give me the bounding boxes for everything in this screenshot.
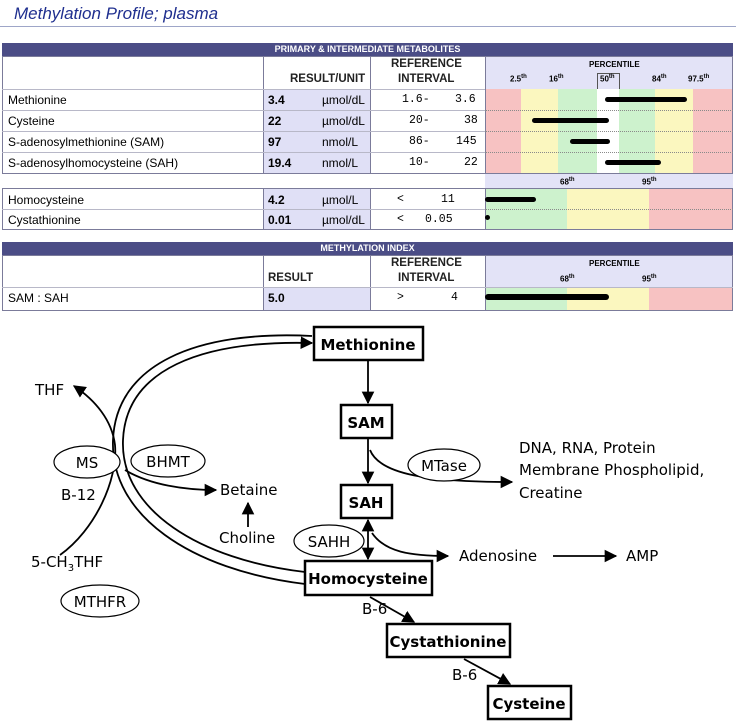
label-thf: THF — [34, 381, 64, 399]
label-betaine: Betaine — [220, 481, 278, 499]
label-dna-rna-protein: DNA, RNA, Protein — [519, 439, 656, 457]
percentile-bar — [485, 294, 609, 300]
label-membrane-phospholipid: Membrane Phospholipid, — [519, 461, 704, 479]
enzyme-ms: MS — [76, 454, 98, 472]
node-cysteine: Cysteine — [492, 695, 565, 713]
node-sah: SAH — [349, 494, 384, 512]
node-methionine-box — [312, 325, 425, 362]
percentile-header: PERCENTILE — [589, 259, 640, 268]
row-label: Cysteine — [8, 114, 55, 128]
row-result: 0.01 — [268, 213, 292, 227]
label-creatine: Creatine — [519, 484, 583, 502]
enzyme-sahh-ellipse — [293, 524, 365, 558]
percentile-bar — [605, 160, 661, 165]
row-ref-low: < — [397, 193, 404, 206]
row-ref-low: > — [397, 291, 404, 304]
percentile-tick-95: 95th — [642, 274, 657, 284]
row-unit: µmol/dL — [322, 213, 365, 227]
reference-header-line1: REFERENCE — [391, 257, 462, 269]
label-b6-cbs: B-6 — [362, 600, 387, 618]
row-result: 22 — [268, 114, 282, 128]
row-result: 5.0 — [268, 291, 285, 305]
row-ref-high: 22 — [464, 156, 478, 169]
node-methionine: Methionine — [320, 336, 415, 354]
label-b12: B-12 — [61, 486, 96, 504]
row-unit: µmol/dL — [322, 114, 365, 128]
result-unit-header: RESULT/UNIT — [290, 73, 366, 85]
percentile-tick-97-5: 97.5th — [688, 74, 710, 84]
percentile-tick-16: 16th — [549, 74, 564, 84]
row-label: S-adenosylhomocysteine (SAH) — [8, 156, 179, 170]
row-result: 19.4 — [268, 156, 292, 170]
row-ref-low: 1.6- — [402, 93, 430, 106]
reference-header-line2: INTERVAL — [398, 73, 455, 85]
percentile-bar — [570, 139, 610, 144]
row-label: SAM : SAH — [8, 291, 69, 305]
title-divider — [0, 26, 736, 27]
result-header: RESULT — [268, 272, 314, 284]
label-b6-cth: B-6 — [452, 666, 477, 684]
row-label: S-adenosylmethionine (SAM) — [8, 135, 165, 149]
enzyme-mtase: MTase — [421, 457, 467, 475]
enzyme-bhmt: BHMT — [146, 453, 191, 471]
section-header-metabolites: PRIMARY & INTERMEDIATE METABOLITES — [2, 43, 733, 56]
percentile-tick-68: 68th — [560, 177, 575, 187]
row-unit: µmol/dL — [322, 93, 365, 107]
row-ref-high: 4 — [451, 291, 458, 304]
row-ref-low: 86- — [409, 135, 430, 148]
node-cysteine-box — [486, 684, 573, 721]
row-ref-high: 0.05 — [425, 213, 453, 226]
reference-header-line2: INTERVAL — [398, 272, 455, 284]
percentile-bar — [485, 197, 536, 202]
node-sah-box — [339, 483, 394, 520]
reference-header-line1: REFERENCE — [391, 58, 462, 70]
label-adenosine: Adenosine — [459, 547, 537, 565]
row-result: 97 — [268, 135, 282, 149]
node-sam-box — [339, 403, 394, 440]
enzyme-bhmt-ellipse — [130, 444, 206, 478]
page-title: Methylation Profile; plasma — [14, 4, 219, 23]
row-ref-low: < — [397, 213, 404, 226]
label-amp: AMP — [626, 547, 658, 565]
label-choline: Choline — [219, 529, 275, 547]
row-ref-high: 38 — [464, 114, 478, 127]
label-5-ch3thf: 5-CH3THF — [31, 553, 103, 574]
row-ref-high: 3.6 — [455, 93, 476, 106]
node-cystathionine: Cystathionine — [390, 633, 507, 651]
enzyme-ms-ellipse — [53, 445, 121, 479]
row-unit: nmol/L — [322, 156, 359, 170]
row-result: 3.4 — [268, 93, 285, 107]
row-result: 4.2 — [268, 193, 285, 207]
row-ref-high: 145 — [456, 135, 477, 148]
percentile-header: PERCENTILE — [589, 60, 640, 69]
row-ref-low: 10- — [409, 156, 430, 169]
enzyme-mthfr: MTHFR — [74, 593, 126, 611]
enzyme-sahh: SAHH — [308, 533, 351, 551]
row-label: Methionine — [8, 93, 67, 107]
percentile-tick-50: 50th — [600, 74, 615, 84]
row-unit: µmol/L — [322, 193, 359, 207]
percentile-bar — [485, 215, 490, 220]
row-ref-low: 20- — [409, 114, 430, 127]
node-cystathionine-box — [385, 622, 512, 659]
node-homocysteine-box — [303, 559, 434, 597]
row-label: Homocysteine — [8, 193, 85, 207]
percentile-bar — [605, 97, 687, 102]
row-unit: nmol/L — [322, 135, 359, 149]
percentile-tick-68: 68th — [560, 274, 575, 284]
enzyme-mthfr-ellipse — [60, 584, 140, 618]
node-homocysteine: Homocysteine — [308, 570, 428, 588]
section-header-methylation-index: METHYLATION INDEX — [2, 242, 733, 255]
percentile-bar — [532, 118, 609, 123]
percentile-tick-95: 95th — [642, 177, 657, 187]
percentile-tick-2-5: 2.5th — [510, 74, 527, 84]
percentile-tick-84: 84th — [652, 74, 667, 84]
row-ref-high: 11 — [441, 193, 455, 206]
enzyme-mtase-ellipse — [407, 448, 481, 482]
row-label: Cystathionine — [8, 213, 81, 227]
node-sam: SAM — [347, 414, 384, 432]
